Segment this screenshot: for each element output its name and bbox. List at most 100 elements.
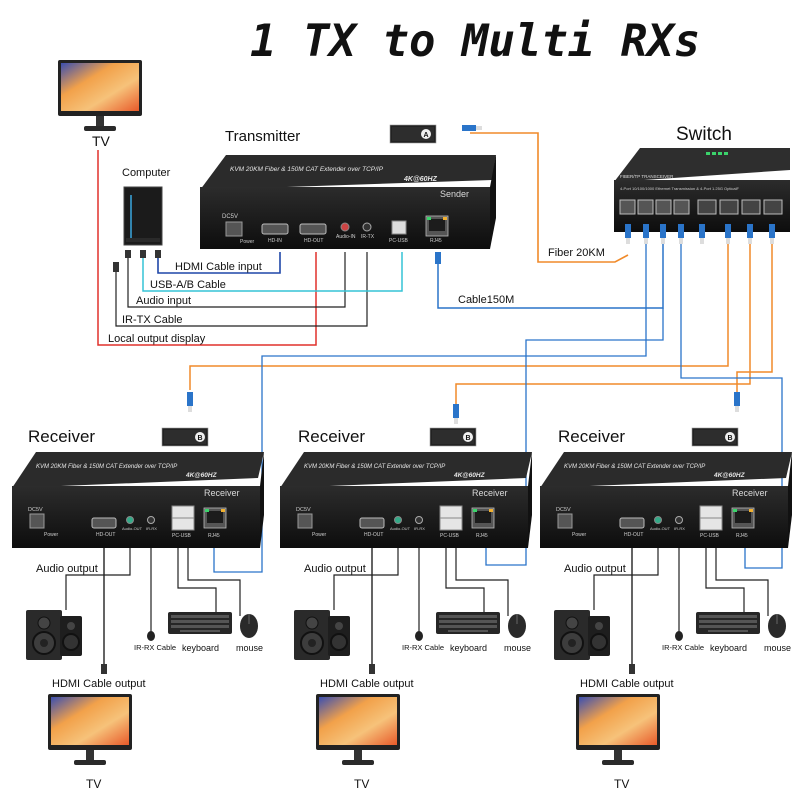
receiver-fiber-connectors bbox=[187, 392, 740, 424]
tx-hdmi-in-port bbox=[261, 223, 289, 235]
transmitter-badge-letter: A bbox=[424, 132, 429, 139]
tx-port-audio-in: Audio-IN bbox=[336, 234, 356, 240]
rx-port-hd-out: HD-OUT bbox=[364, 532, 383, 538]
receiver-top bbox=[540, 452, 792, 488]
receiver-tv-label: TV bbox=[86, 777, 101, 791]
fiber-switch-to-rx3 bbox=[736, 244, 773, 392]
ir-tx-label: IR-TX Cable bbox=[122, 314, 183, 326]
rx-rj45-port bbox=[471, 507, 495, 529]
fiber-switch-to-rx1 bbox=[189, 244, 729, 390]
audio-output-cable bbox=[65, 548, 131, 610]
computer-tower-icon bbox=[123, 186, 163, 246]
ir-rx-label: IR-RX Cable bbox=[402, 643, 444, 652]
mouse-cable bbox=[187, 548, 241, 616]
receiver-label: Receiver bbox=[28, 427, 95, 446]
receiver-3: Receiver B KVM 20KM Fiber & 150M CAT Exten… bbox=[540, 427, 792, 791]
tx-port-rj45: RJ45 bbox=[430, 238, 442, 244]
rx-port-pc-usb: PC-USB bbox=[700, 533, 720, 539]
speakers-icon bbox=[293, 609, 351, 661]
computer-label: Computer bbox=[122, 167, 171, 179]
fiber-tx-to-switch bbox=[470, 132, 629, 263]
mouse-label: mouse bbox=[236, 643, 263, 653]
ir-tx-cable bbox=[115, 252, 368, 327]
tx-port-hd-in: HD-IN bbox=[268, 238, 282, 244]
audio-input-cable bbox=[127, 252, 346, 308]
local-output-label: Local output display bbox=[108, 333, 206, 345]
fiber-label: Fiber 20KM bbox=[548, 247, 605, 259]
mouse-label: mouse bbox=[504, 643, 531, 653]
receiver-tv bbox=[316, 694, 400, 765]
transmitter-label: Transmitter bbox=[225, 128, 300, 145]
rx-audio-out-jack bbox=[654, 516, 662, 524]
keyboard-label: keyboard bbox=[450, 643, 487, 653]
rx-port-power: Power bbox=[312, 532, 327, 538]
receiver-badge: B bbox=[429, 427, 477, 447]
audio-input-label: Audio input bbox=[136, 295, 191, 307]
audio-output-cable bbox=[593, 548, 659, 610]
keyboard-icon bbox=[696, 612, 760, 634]
rx-port-power: Power bbox=[44, 532, 59, 538]
receiver-2: Receiver B KVM 20KM Fiber & 150M CAT Exten… bbox=[280, 427, 532, 791]
rx-dc-port bbox=[557, 513, 573, 529]
keyboard-cable bbox=[705, 548, 745, 612]
receiver-panel-line2: 4K@60HZ bbox=[713, 472, 746, 479]
transmitter-panel-line2: 4K@60HZ bbox=[403, 176, 438, 183]
hdmi-input-cable bbox=[157, 252, 281, 274]
diagram-title: 1 TX to Multi RXs bbox=[250, 16, 700, 67]
keyboard-label: keyboard bbox=[710, 643, 747, 653]
tv-top-label: TV bbox=[92, 133, 111, 149]
transmitter-device: KVM 20KM Fiber & 150M CAT Extender over … bbox=[200, 155, 496, 249]
tx-rj45-port bbox=[425, 215, 449, 237]
rx-port-power: Power bbox=[572, 532, 587, 538]
receiver-panel-line2: 4K@60HZ bbox=[185, 472, 218, 479]
rx-ir-rx-jack bbox=[675, 516, 683, 524]
tx-usb-b-port bbox=[391, 220, 407, 235]
receiver-panel-line1: KVM 20KM Fiber & 150M CAT Extender over … bbox=[564, 464, 705, 470]
mouse-icon bbox=[239, 613, 259, 639]
rx-port-ir-rx: IR-RX bbox=[146, 526, 157, 531]
keyboard-icon bbox=[168, 612, 232, 634]
transmitter-panel-line1: KVM 20KM Fiber & 150M CAT Extender over … bbox=[230, 166, 384, 173]
receiver-badge: B bbox=[691, 427, 739, 447]
tx-port-power: Power bbox=[240, 239, 255, 245]
keyboard-label: keyboard bbox=[182, 643, 219, 653]
rx-port-rj45: RJ45 bbox=[736, 533, 748, 539]
tx-dc-port bbox=[225, 221, 243, 237]
rx-ir-rx-jack bbox=[147, 516, 155, 524]
rx-hdmi-out-port bbox=[619, 517, 645, 529]
rx-port-dc5v: DC5V bbox=[556, 507, 571, 513]
hdmi-input-label: HDMI Cable input bbox=[175, 261, 262, 273]
usb-cable bbox=[142, 252, 403, 292]
hdmi-output-label: HDMI Cable output bbox=[52, 678, 146, 690]
receiver-tv-label: TV bbox=[354, 777, 369, 791]
switch-connectors bbox=[625, 224, 775, 244]
receiver-name: Receiver bbox=[732, 488, 768, 498]
tx-audio-in-jack bbox=[340, 222, 350, 232]
receiver-badge: B bbox=[161, 427, 209, 447]
rx-port-hd-out: HD-OUT bbox=[624, 532, 643, 538]
audio-output-label: Audio output bbox=[564, 563, 626, 575]
rx-port-audio-out: Audio-OUT bbox=[390, 526, 411, 531]
rx-dc-port bbox=[297, 513, 313, 529]
rx-hdmi-out-port bbox=[359, 517, 385, 529]
ir-rx-label: IR-RX Cable bbox=[662, 643, 704, 652]
tx-port-pc-usb: PC-USB bbox=[389, 238, 409, 244]
rx-rj45-port bbox=[203, 507, 227, 529]
cat-switch-to-rx1 bbox=[213, 244, 647, 573]
rx-port-rj45: RJ45 bbox=[476, 533, 488, 539]
audio-output-cable bbox=[333, 548, 399, 610]
rx-port-pc-usb: PC-USB bbox=[440, 533, 460, 539]
transmitter-badge: A bbox=[389, 124, 437, 144]
receiver-label: Receiver bbox=[298, 427, 365, 446]
receiver-badge-letter: B bbox=[728, 435, 733, 442]
receiver-panel-line1: KVM 20KM Fiber & 150M CAT Extender over … bbox=[304, 464, 445, 470]
receiver-panel-line1: KVM 20KM Fiber & 150M CAT Extender over … bbox=[36, 464, 177, 470]
cat-tx-to-switch bbox=[437, 240, 664, 309]
receiver-1: Receiver B KVM 20KM Fiber & 150M CAT Exten… bbox=[12, 427, 264, 791]
receiver-name: Receiver bbox=[472, 488, 508, 498]
mouse-cable bbox=[455, 548, 509, 616]
rx-port-dc5v: DC5V bbox=[296, 507, 311, 513]
tx-ir-tx-jack bbox=[362, 222, 372, 232]
mouse-cable bbox=[715, 548, 769, 616]
speakers-icon bbox=[553, 609, 611, 661]
